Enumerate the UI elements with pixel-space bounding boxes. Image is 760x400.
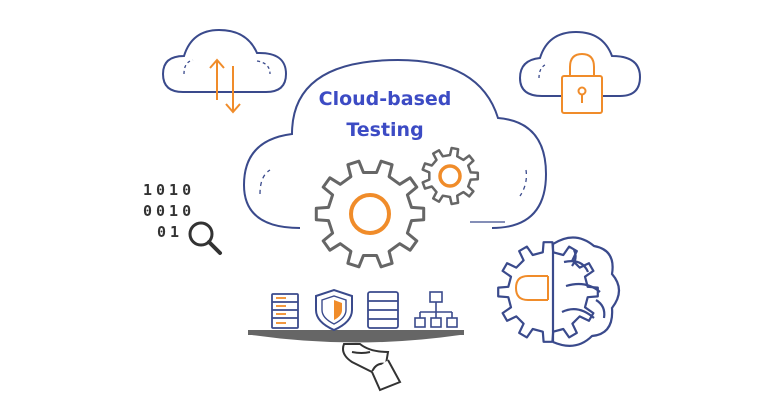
small-gear-icon [421,146,480,206]
binary-row-1: 1010 [143,181,196,199]
large-gear-icon [314,159,426,269]
brain-gear-icon [497,236,621,347]
binary-row-2: 0010 [143,202,196,220]
main-cloud-icon [242,58,548,229]
diagram-title: Cloud-based Testing [285,84,485,146]
cloud-lock-icon [518,30,642,114]
server-rack-icon [271,293,299,329]
magnifier-icon [188,221,222,255]
up-down-arrows-icon [209,58,241,114]
title-line-2: Testing [346,119,424,141]
title-line-1: Cloud-based [318,88,452,110]
cloud-transfer-icon [161,28,288,114]
database-icon [367,291,399,329]
binary-row-3: 01 [157,223,184,241]
shield-icon [315,288,353,332]
serving-tray-icon [248,330,464,343]
padlock-icon [561,52,603,114]
network-hierarchy-icon [414,291,458,328]
hand-icon [342,343,402,392]
